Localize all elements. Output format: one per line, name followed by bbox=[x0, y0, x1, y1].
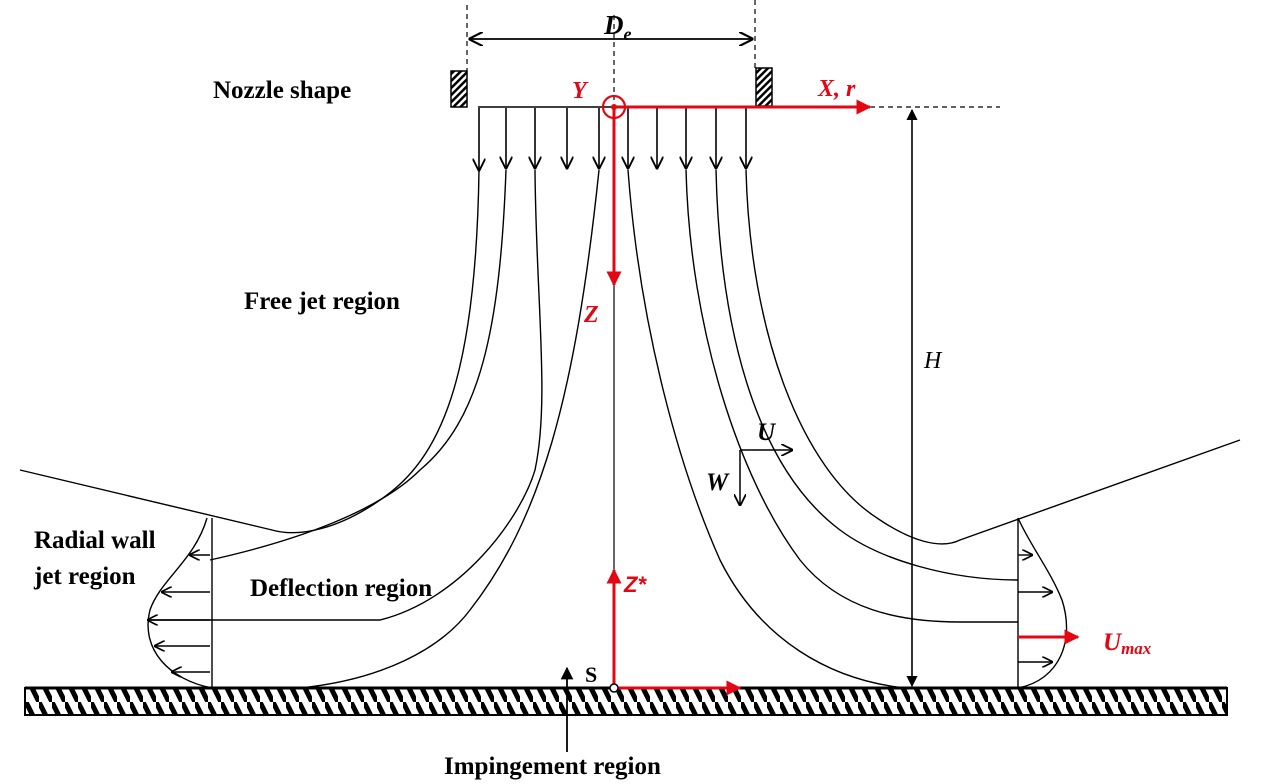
stagnation-point-label: S bbox=[585, 662, 597, 687]
nozzle-left-wall bbox=[450, 70, 468, 108]
left-streamline-2 bbox=[215, 169, 600, 689]
free-jet-region-label: Free jet region bbox=[244, 288, 400, 315]
y-axis-symbol bbox=[601, 94, 627, 120]
left-jet-boundary bbox=[19, 169, 480, 534]
impingement-wall bbox=[24, 686, 1228, 716]
right-streamline-2 bbox=[685, 169, 1018, 623]
umax-label-sub: max bbox=[1121, 639, 1152, 658]
left-streamline-1 bbox=[148, 169, 543, 621]
left-wall-jet-profile bbox=[147, 517, 213, 689]
y-axis-label: Y bbox=[572, 78, 589, 104]
right-jet-boundary bbox=[745, 169, 1241, 545]
left-profile-curve bbox=[147, 517, 213, 689]
right-profile-curve bbox=[1017, 517, 1068, 689]
nozzle-right-wall bbox=[755, 67, 773, 107]
stagnation-point-marker bbox=[609, 683, 619, 693]
left-streamline-3 bbox=[209, 169, 507, 561]
deflection-region-label: Deflection region bbox=[250, 575, 432, 602]
right-streamline-1 bbox=[627, 169, 1018, 689]
h-label: H bbox=[923, 348, 943, 374]
w-label: W bbox=[706, 469, 730, 496]
impingement-region-label: Impingement region bbox=[444, 753, 661, 780]
umax-label-main: U bbox=[1103, 629, 1123, 656]
radial-wall-jet-label-1: Radial wall bbox=[34, 527, 156, 554]
z-axis-label: Z bbox=[583, 302, 599, 328]
exit-velocity-arrows bbox=[479, 108, 746, 170]
wall-plate bbox=[24, 687, 1228, 716]
z-star-label: Z* bbox=[623, 572, 647, 597]
right-wall-jet-profile bbox=[1017, 517, 1068, 689]
de-label-sub: e bbox=[624, 24, 632, 44]
x-axis-label: X, r bbox=[817, 76, 856, 102]
y-axis-dot bbox=[611, 104, 617, 110]
nozzle-shape-label: Nozzle shape bbox=[213, 77, 351, 104]
de-label: De bbox=[603, 10, 632, 44]
de-label-main: D bbox=[603, 10, 624, 40]
u-label: U bbox=[757, 419, 777, 446]
umax-label: Umax bbox=[1103, 629, 1152, 658]
right-streamline-3 bbox=[715, 169, 1019, 581]
radial-wall-jet-label-2: jet region bbox=[33, 563, 136, 590]
nozzle bbox=[450, 0, 773, 108]
streamlines bbox=[19, 169, 1241, 689]
